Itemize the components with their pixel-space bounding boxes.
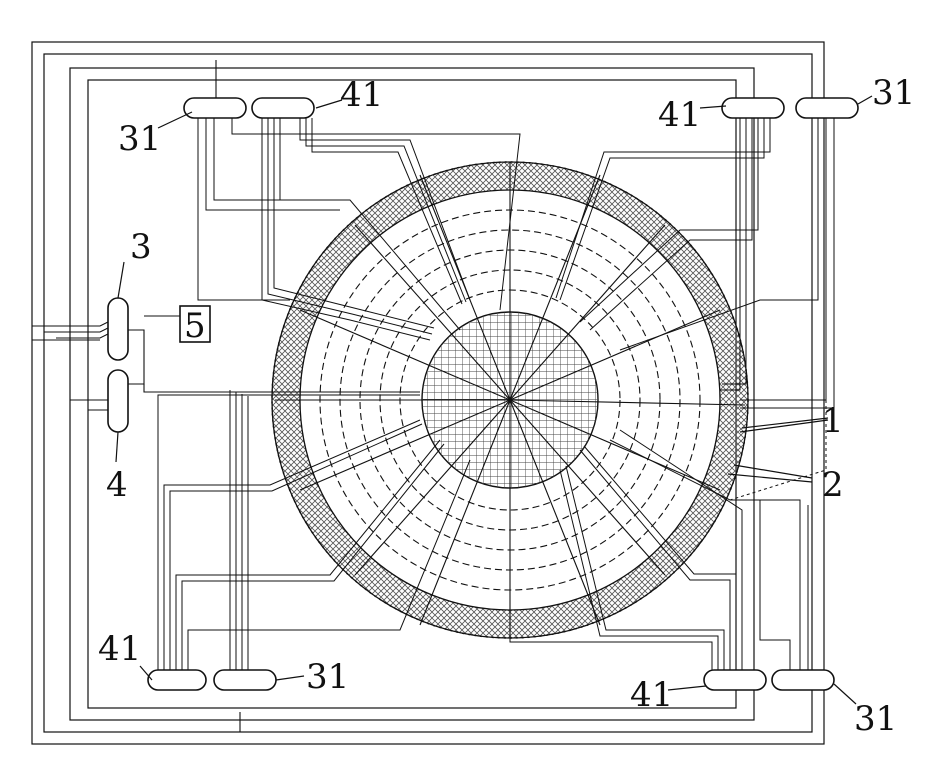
capsule-bl-31 — [214, 670, 276, 690]
label-tl-41: 41 — [340, 75, 383, 115]
component-3 — [108, 298, 128, 360]
capsule-tl-31 — [184, 98, 246, 118]
label-bl-31: 31 — [306, 657, 349, 697]
label-tl-31: 31 — [118, 119, 161, 159]
label-tr-41: 41 — [658, 95, 701, 135]
control-wiring — [32, 60, 420, 732]
component-4 — [108, 370, 128, 432]
label-br-41: 41 — [630, 675, 673, 715]
capsule-tr-41 — [722, 98, 784, 118]
capsule-br-31 — [772, 670, 834, 690]
label-5: 5 — [184, 306, 206, 346]
label-3: 3 — [130, 227, 152, 267]
capsule-tr-31 — [796, 98, 858, 118]
label-tr-31: 31 — [872, 73, 915, 113]
label-bl-41: 41 — [98, 629, 141, 669]
label-4: 4 — [106, 465, 128, 505]
label-1: 1 — [822, 401, 844, 441]
label-br-31: 31 — [854, 699, 897, 739]
capsule-br-41 — [704, 670, 766, 690]
capsule-bl-41 — [148, 670, 206, 690]
capsule-tl-41 — [252, 98, 314, 118]
label-2: 2 — [822, 465, 844, 505]
